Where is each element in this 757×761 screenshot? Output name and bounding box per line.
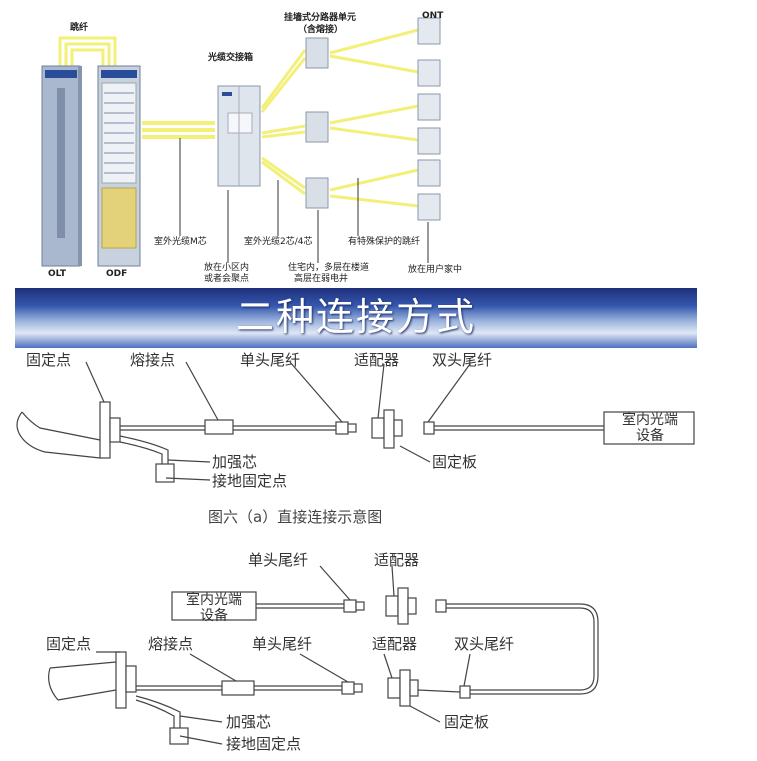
location-3: 放在用户家中 [408,265,463,275]
a-indoor-equipment-label: 室内光端 设备 [606,412,694,444]
b-fixed-point-label: 固定点 [46,635,92,653]
location-1a: 放在小区内 [204,263,250,273]
odf-label: ODF [106,269,128,279]
a-fixing-plate-label: 固定板 [432,453,478,471]
b-indoor-equipment-line1: 室内光端 [186,592,242,608]
cross-box-label: 光缆交接箱 [208,53,254,63]
topology-drawing [41,17,441,267]
splitter-title-line1: 挂墙式分路器单元 [284,13,357,23]
olt-label: OLT [48,269,67,279]
indirect-connection-diagram [48,565,599,745]
a-adapter-label: 适配器 [354,351,400,369]
a-indoor-equipment-line2: 设备 [636,428,664,445]
ont-units [417,17,441,221]
odf-cabinet [97,65,141,267]
a-strength-core-label: 加强芯 [212,453,258,471]
b-double-pigtail-label: 双头尾纤 [454,635,515,653]
location-2b: 高层在弱电井 [294,274,349,284]
olt-cabinet [41,65,82,267]
drop-cables [329,28,419,208]
jumper-fibers [58,36,117,68]
jumper-label: 跳纤 [70,23,89,33]
b-splice-point-label: 熔接点 [148,635,194,653]
pointer-lines [179,138,429,263]
splitter-units [305,37,329,209]
b-strength-core-label: 加强芯 [226,713,272,731]
location-2a: 住宅内，多层在楼道 [288,263,370,273]
ont-label: ONT [422,11,444,21]
topology-panel: 跳纤 挂墙式分路器单元 （含熔接） ONT 光缆交接箱 OLT ODF 室外光缆… [30,8,470,286]
b-adapter-label: 适配器 [372,635,418,653]
distribution-cables [260,49,307,196]
outdoor-m-label: 室外光缆M芯 [154,237,207,247]
a-fixed-point-label: 固定点 [26,351,72,369]
splitter-title-line2: （含熔接） [298,25,344,35]
a-splice-point-label: 熔接点 [130,351,176,369]
b-indoor-equipment-line2: 设备 [200,608,228,625]
outdoor-24-label: 室外光缆2芯/4芯 [244,237,313,247]
special-jumper-label: 有特殊保护的跳纤 [348,237,421,247]
b-ground-point-label: 接地固定点 [226,735,302,753]
section-banner: 二种连接方式 [15,288,697,348]
direct-connection-diagram [16,361,695,483]
a-ground-point-label: 接地固定点 [212,472,288,490]
banner-title: 二种连接方式 [235,295,476,339]
location-1b: 或者会聚点 [204,274,250,284]
a-indoor-equipment-line1: 室内光端 [622,412,678,428]
a-caption: 图六（a）直接连接示意图 [208,508,383,526]
trunk-cable [142,121,215,139]
b-indoor-equipment-label: 室内光端 设备 [172,592,256,624]
b-single-pigtail-label: 单头尾纤 [252,635,313,653]
b-single-pigtail-top-label: 单头尾纤 [248,551,309,569]
cross-connect-box [217,85,261,187]
b-fixing-plate-label: 固定板 [444,713,490,731]
b-adapter-top-label: 适配器 [374,551,420,569]
a-double-pigtail-label: 双头尾纤 [432,351,493,369]
a-single-pigtail-label: 单头尾纤 [240,351,301,369]
